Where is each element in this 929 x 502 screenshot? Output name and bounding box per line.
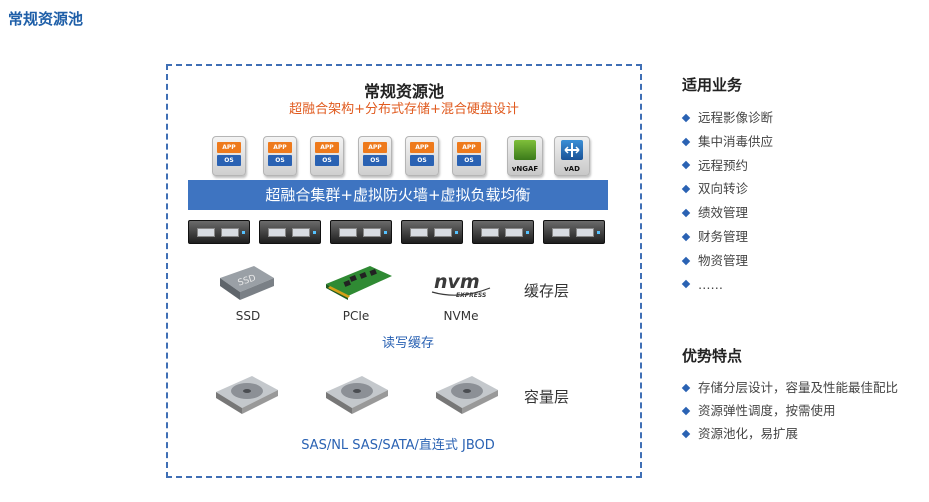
applicable-list: 远程影像诊断 集中消毒供应 远程预约 双向转诊 绩效管理 财务管理 物资管理 …… <box>681 106 774 297</box>
advantages-list: 存储分层设计，容量及性能最佳配比 资源弹性调度，按需使用 资源池化，易扩展 <box>681 376 899 445</box>
vm-os-label: OS <box>217 155 241 166</box>
diamond-bullet-icon <box>681 185 691 194</box>
server-icon <box>259 220 321 244</box>
vm-os-label: OS <box>268 155 292 166</box>
diamond-bullet-icon <box>681 256 691 265</box>
list-item: …… <box>681 273 773 297</box>
list-item-text: 物资管理 <box>698 252 749 268</box>
diamond-bullet-icon <box>681 113 691 123</box>
advantages-title: 优势特点 <box>682 347 743 365</box>
firewall-glyph-icon <box>514 140 536 160</box>
ssd-icon: SSD <box>220 266 274 300</box>
page-title: 常规资源池 <box>8 10 84 28</box>
list-item-text: 双向转诊 <box>698 181 749 197</box>
vad-label: vAD <box>564 165 580 173</box>
hdd-icon <box>436 376 498 414</box>
hdd-icon <box>216 376 278 414</box>
vngaf-icon: vNGAF <box>507 136 543 176</box>
vm-os-label: OS <box>363 155 387 166</box>
vm-app-label: APP <box>457 142 481 153</box>
cache-caption: 读写缓存 <box>381 336 434 351</box>
vm-os-label: OS <box>410 155 434 166</box>
server-icon <box>401 220 463 244</box>
ssd-label: SSD <box>235 309 261 323</box>
list-item: 资源池化，易扩展 <box>681 422 898 445</box>
list-item: 财务管理 <box>681 225 773 249</box>
applicable-title: 适用业务 <box>682 76 743 94</box>
list-item-text: 存储分层设计，容量及性能最佳配比 <box>698 380 899 395</box>
server-row <box>188 220 608 246</box>
vm-app-label: APP <box>410 142 434 153</box>
list-item-text: 财务管理 <box>698 228 749 244</box>
nvme-logo-icon: nvm EXPRESS <box>431 271 491 299</box>
vm-icon: APP OS <box>358 136 392 176</box>
list-item-text: 资源池化，易扩展 <box>698 426 799 441</box>
diamond-bullet-icon <box>681 429 691 438</box>
vm-icon: APP OS <box>212 136 246 176</box>
server-icon <box>188 220 250 244</box>
vm-icon: APP OS <box>452 136 486 176</box>
list-item: 远程影像诊断 <box>681 106 774 130</box>
nvme-logo-sub: EXPRESS <box>456 292 486 299</box>
vngaf-label: vNGAF <box>511 165 539 173</box>
list-item: 远程预约 <box>681 154 773 178</box>
diamond-bullet-icon <box>681 161 691 170</box>
list-item: 集中消毒供应 <box>681 130 774 154</box>
capacity-caption: SAS/NL SAS/SATA/直连式 JBOD <box>301 438 495 453</box>
list-item: 存储分层设计，容量及性能最佳配比 <box>681 376 899 399</box>
server-icon <box>472 220 534 244</box>
vm-icon: APP OS <box>405 136 439 176</box>
list-item: 绩效管理 <box>681 201 773 225</box>
vm-os-label: OS <box>315 155 339 166</box>
pcie-label: PCIe <box>342 309 370 323</box>
server-icon <box>543 220 605 244</box>
vm-app-label: APP <box>217 142 241 153</box>
list-item-text: …… <box>698 276 723 292</box>
hdd-icon <box>326 376 388 414</box>
cluster-bar: 超融合集群+虚拟防火墙+虚拟负载均衡 <box>188 180 608 210</box>
nvme-label: NVMe <box>443 309 479 323</box>
diamond-bullet-icon <box>681 280 691 289</box>
vm-icon: APP OS <box>310 136 344 176</box>
list-item: 双向转诊 <box>681 177 773 201</box>
nvme-logo-main: nvm <box>434 271 480 293</box>
diagram-title: 常规资源池 <box>363 82 444 101</box>
diagram-subtitle: 超融合架构+分布式存储+混合硬盘设计 <box>289 102 519 117</box>
arrows-icon <box>564 143 580 157</box>
list-item: 资源弹性调度，按需使用 <box>681 399 898 422</box>
server-icon <box>330 220 392 244</box>
list-item-text: 资源弹性调度，按需使用 <box>698 403 836 418</box>
vm-icon: APP OS <box>263 136 297 176</box>
diamond-bullet-icon <box>681 232 691 242</box>
pcie-card-icon <box>326 266 392 300</box>
list-item-text: 绩效管理 <box>698 205 749 221</box>
vm-os-label: OS <box>457 155 481 166</box>
cache-layer-label: 缓存层 <box>524 282 570 300</box>
list-item-text: 集中消毒供应 <box>698 133 774 149</box>
diamond-bullet-icon <box>681 137 691 146</box>
diamond-bullet-icon <box>681 383 691 392</box>
diamond-bullet-icon <box>681 208 691 218</box>
capacity-layer-label: 容量层 <box>524 388 570 406</box>
vm-app-label: APP <box>268 142 292 153</box>
list-item-text: 远程影像诊断 <box>698 110 774 125</box>
resource-pool-diagram: 常规资源池 超融合架构+分布式存储+混合硬盘设计 APP OS APP OS A… <box>166 64 642 478</box>
vm-app-label: APP <box>315 142 339 153</box>
vm-app-label: APP <box>363 142 387 153</box>
vad-icon: vAD <box>554 136 590 176</box>
load-balancer-glyph-icon <box>561 140 583 160</box>
diamond-bullet-icon <box>681 406 691 415</box>
list-item: 物资管理 <box>681 249 773 273</box>
vm-row: APP OS APP OS APP OS APP OS APP OS APP O… <box>212 136 592 180</box>
list-item-text: 远程预约 <box>698 157 749 173</box>
